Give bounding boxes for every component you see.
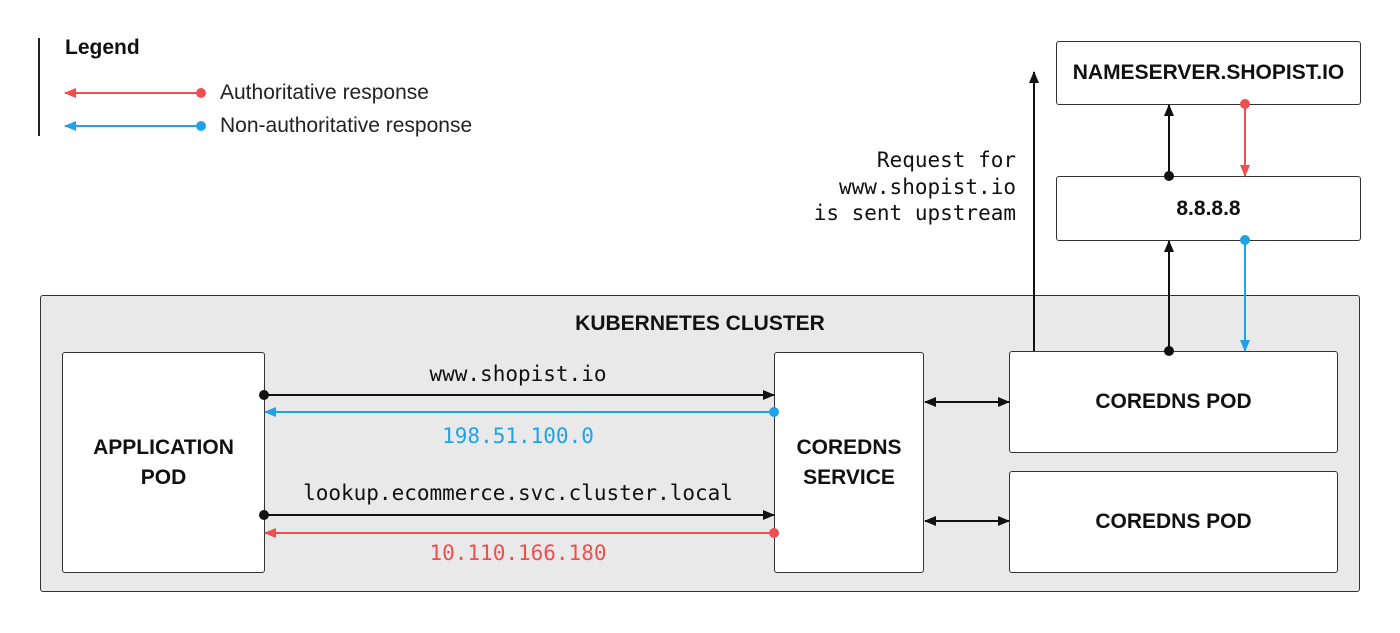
coredns-service-label-line2: SERVICE — [803, 465, 895, 489]
edge-pod-to-google-dns — [1164, 240, 1174, 356]
nameserver-label: NAMESERVER.SHOPIST.IO — [1072, 61, 1345, 84]
coredns-pod-2-node: COREDNS POD — [1009, 471, 1338, 573]
edge-label-response-external: 198.51.100.0 — [442, 424, 594, 448]
legend-divider — [38, 38, 40, 136]
legend-label-authoritative: Authoritative response — [220, 81, 429, 104]
edge-label-query-external: www.shopist.io — [429, 362, 607, 386]
edge-response-external — [264, 407, 779, 417]
upstream-annotation: Request for www.shopist.io is sent upstr… — [814, 147, 1016, 227]
application-pod-label-line2: POD — [140, 465, 187, 489]
upstream-annotation-line2: www.shopist.io — [838, 174, 1016, 199]
upstream-annotation-line3: is sent upstream — [813, 201, 1016, 225]
upstream-annotation-line1: Request for — [876, 148, 1016, 172]
edge-google-dns-to-pod — [1240, 235, 1250, 352]
legend-title: Legend — [65, 36, 140, 59]
cluster-title: KUBERNETES CLUSTER — [575, 312, 825, 335]
legend-label-non-authoritative: Non-authoritative response — [220, 114, 473, 137]
application-pod-label-line1: APPLICATION — [93, 435, 234, 459]
application-pod-node: APPLICATION POD — [62, 352, 265, 573]
coredns-service-node: COREDNS SERVICE — [774, 352, 924, 573]
coredns-pod-1-label: COREDNS POD — [1095, 390, 1252, 413]
legend-arrow-authoritative — [64, 88, 206, 98]
edge-nameserver-to-google-dns — [1240, 99, 1250, 177]
edge-query-internal — [259, 510, 775, 520]
google-dns-node: 8.8.8.8 — [1056, 176, 1361, 241]
legend-arrow-non-authoritative — [64, 121, 206, 131]
nameserver-node: NAMESERVER.SHOPIST.IO — [1056, 41, 1361, 105]
google-dns-label: 8.8.8.8 — [1176, 196, 1241, 220]
coredns-service-label-line1: COREDNS — [796, 435, 902, 459]
coredns-pod-1-node: COREDNS POD — [1009, 351, 1338, 453]
edge-google-dns-to-nameserver — [1164, 104, 1174, 181]
edge-label-response-internal: 10.110.166.180 — [429, 541, 607, 565]
edge-query-external — [259, 390, 775, 400]
edge-label-query-internal: lookup.ecommerce.svc.cluster.local — [303, 481, 733, 505]
edge-response-internal — [264, 528, 779, 538]
coredns-pod-2-label: COREDNS POD — [1095, 510, 1252, 533]
